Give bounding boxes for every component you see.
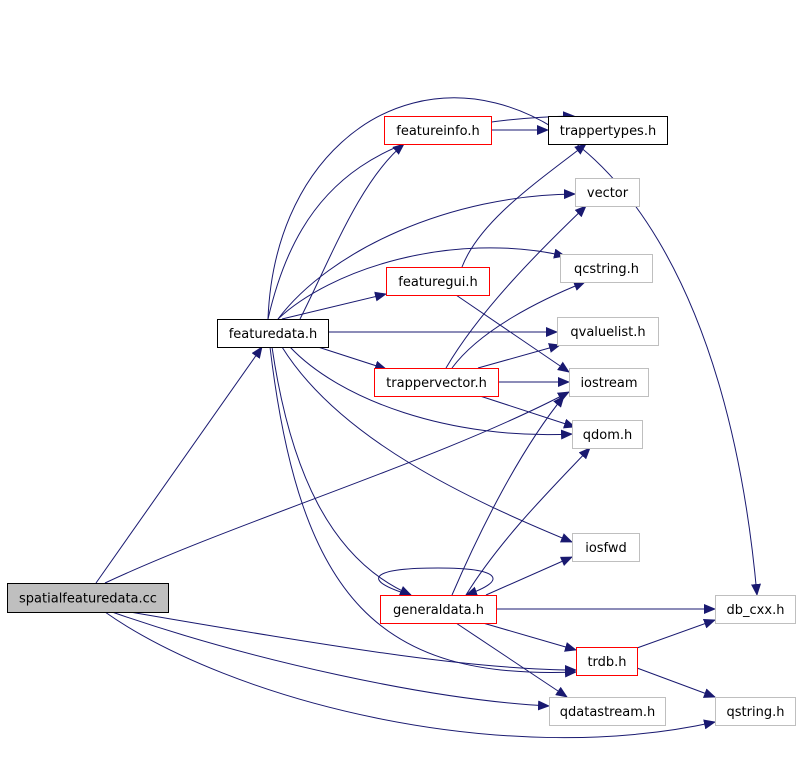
node-label: qvaluelist.h xyxy=(570,325,645,340)
node-vector[interactable]: vector xyxy=(575,178,640,207)
node-label: iosfwd xyxy=(585,541,627,556)
node-spatialfeaturedata-cc[interactable]: spatialfeaturedata.cc xyxy=(7,583,169,613)
edge-featuredata-h-to-vector xyxy=(267,97,761,596)
node-label: iostream xyxy=(580,376,637,391)
edge-featuredata-h-to-generaldata-h xyxy=(281,346,573,543)
edge-trappervector-h-to-qvaluelist-h xyxy=(477,343,561,369)
node-trdb-h[interactable]: trdb.h xyxy=(576,647,638,676)
node-qdatastream-h[interactable]: qdatastream.h xyxy=(549,697,666,726)
edge-spatialfeaturedata-cc-to-trdb-h xyxy=(111,611,550,711)
node-trappervector-h[interactable]: trappervector.h xyxy=(374,368,499,397)
node-label: qdom.h xyxy=(583,428,633,443)
edge-featuredata-h-to-featureinfo-h xyxy=(299,143,405,320)
edge-generaldata-h-to-trdb-h xyxy=(482,622,577,652)
node-box xyxy=(386,267,490,296)
node-box xyxy=(548,116,668,145)
node-box xyxy=(380,595,497,624)
node-qdom-h[interactable]: qdom.h xyxy=(572,420,643,449)
node-label: qstring.h xyxy=(727,705,785,720)
node-box xyxy=(560,254,653,283)
edge-featuredata-h-to-iosfwd xyxy=(289,346,573,440)
edge-trappervector-h-to-vector xyxy=(445,205,587,369)
edge-featuregui-h-to-trappertypes-h xyxy=(461,143,587,268)
node-qstring-h[interactable]: qstring.h xyxy=(715,697,796,726)
edge-featuredata-h-to-qvaluelist-h xyxy=(277,247,566,320)
node-label: db_cxx.h xyxy=(727,603,785,618)
node-label: generaldata.h xyxy=(393,603,484,618)
node-box xyxy=(7,583,169,613)
node-label: spatialfeaturedata.cc xyxy=(19,592,157,607)
edge-trdb-h-to-qstring-h xyxy=(636,667,716,698)
node-qcstring-h[interactable]: qcstring.h xyxy=(560,254,653,283)
node-featuregui-h[interactable]: featuregui.h xyxy=(386,267,490,296)
node-box xyxy=(576,647,638,676)
node-featuredata-h[interactable]: featuredata.h xyxy=(217,319,329,348)
node-label: trappertypes.h xyxy=(560,124,656,139)
node-box xyxy=(217,319,329,348)
node-qvaluelist-h[interactable]: qvaluelist.h xyxy=(557,317,659,346)
node-box xyxy=(572,533,640,562)
edge-spatialfeaturedata-cc-to-featuredata-h xyxy=(95,346,263,584)
edge-featuredata-h-to-trdb-h xyxy=(269,346,577,678)
node-trappertypes-h[interactable]: trappertypes.h xyxy=(548,116,668,145)
edge-generaldata-h-to-qdatastream-h xyxy=(455,622,568,698)
node-label: vector xyxy=(587,186,629,201)
node-featureinfo-h[interactable]: featureinfo.h xyxy=(384,116,492,145)
node-db-cxx-h[interactable]: db_cxx.h xyxy=(715,595,796,624)
node-box xyxy=(557,317,659,346)
node-iostream[interactable]: iostream xyxy=(569,368,649,397)
node-label: featuregui.h xyxy=(398,275,477,290)
node-box xyxy=(715,595,796,624)
node-label: featureinfo.h xyxy=(396,124,479,139)
edge-spatialfeaturedata-cc-to-iostream xyxy=(104,391,570,584)
node-label: qdatastream.h xyxy=(560,705,655,720)
edge-generaldata-h-to-iostream xyxy=(451,395,565,596)
node-box xyxy=(572,420,643,449)
node-box xyxy=(374,368,499,397)
node-box xyxy=(569,368,649,397)
edge-featuredata-h-to-featuregui-h xyxy=(277,189,576,320)
node-label: featuredata.h xyxy=(229,327,318,342)
edge-spatialfeaturedata-cc-to-qstring-h xyxy=(129,611,577,675)
edge-generaldata-h-to-iosfwd xyxy=(485,556,573,596)
edge-featuredata-h-to-db-cxx-h xyxy=(271,346,412,596)
node-label: qcstring.h xyxy=(574,262,639,277)
node-box xyxy=(549,697,666,726)
node-box xyxy=(715,697,796,726)
edge-trappervector-h-to-qcstring-h xyxy=(451,281,586,369)
edge-generaldata-h-to-qdom-h xyxy=(465,447,591,596)
edge-generaldata-h-to-generaldata-h xyxy=(378,567,494,597)
node-box xyxy=(575,178,640,207)
node-label: trappervector.h xyxy=(386,376,487,391)
node-iosfwd[interactable]: iosfwd xyxy=(572,533,640,562)
edge-featuredata-h-to-qdom-h xyxy=(317,346,387,371)
edge-featuredata-h-to-trappertypes-h xyxy=(267,111,575,320)
edge-trappervector-h-to-qdom-h xyxy=(479,395,576,429)
edge-trdb-h-to-db-cxx-h xyxy=(636,619,716,649)
node-label: trdb.h xyxy=(587,655,626,670)
node-generaldata-h[interactable]: generaldata.h xyxy=(380,595,497,624)
edge-featuregui-h-to-iostream xyxy=(455,294,570,373)
edge-spatialfeaturedata-cc-to-qdatastream-h xyxy=(104,611,716,739)
edge-featuredata-h-to-qcstring-h xyxy=(281,291,387,320)
node-box xyxy=(384,116,492,145)
